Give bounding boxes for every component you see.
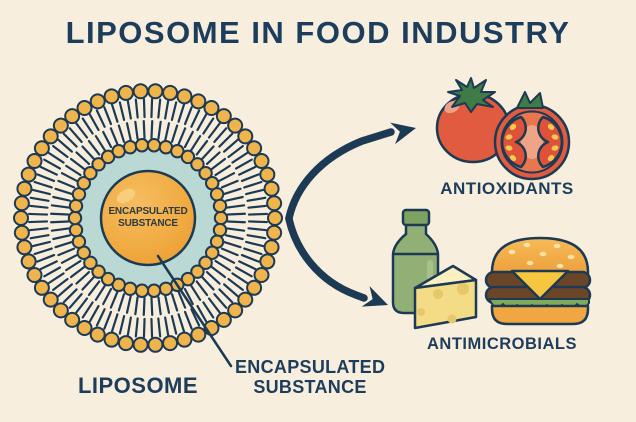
arrow-to-antioxidants [285, 128, 395, 222]
liposome-label: LIPOSOME [77, 373, 199, 398]
cheese-icon [413, 264, 478, 330]
arrowhead-bottom [361, 286, 388, 307]
burger-icon [484, 236, 592, 326]
callout-label: ENCAPSULATED SUBSTANCE [235, 357, 385, 397]
branch-arrows [285, 122, 416, 307]
core-label-line1: ENCAPSULATED [108, 206, 188, 217]
antimicrobials-label: ANTIMICROBIALS [427, 335, 577, 353]
core-label: ENCAPSULATED SUBSTANCE [100, 206, 196, 230]
liposome-diagram [13, 83, 283, 353]
arrow-to-antimicrobials [285, 215, 368, 302]
antioxidants-label: ANTIOXIDANTS [440, 179, 574, 198]
core-label-line2: SUBSTANCE [118, 218, 178, 229]
callout-label-line2: SUBSTANCE [253, 377, 367, 397]
arrowhead-top [390, 122, 416, 145]
outer-lipid-heads [13, 83, 283, 353]
page-title: LIPOSOME IN FOOD INDUSTRY [65, 15, 571, 50]
callout-line [156, 254, 233, 368]
core-highlight [116, 188, 136, 204]
lipid-tails [27, 97, 269, 339]
half-tomato-icon [493, 91, 571, 181]
inner-lipid-heads [67, 138, 229, 298]
callout-label-line1: ENCAPSULATED [235, 357, 386, 377]
